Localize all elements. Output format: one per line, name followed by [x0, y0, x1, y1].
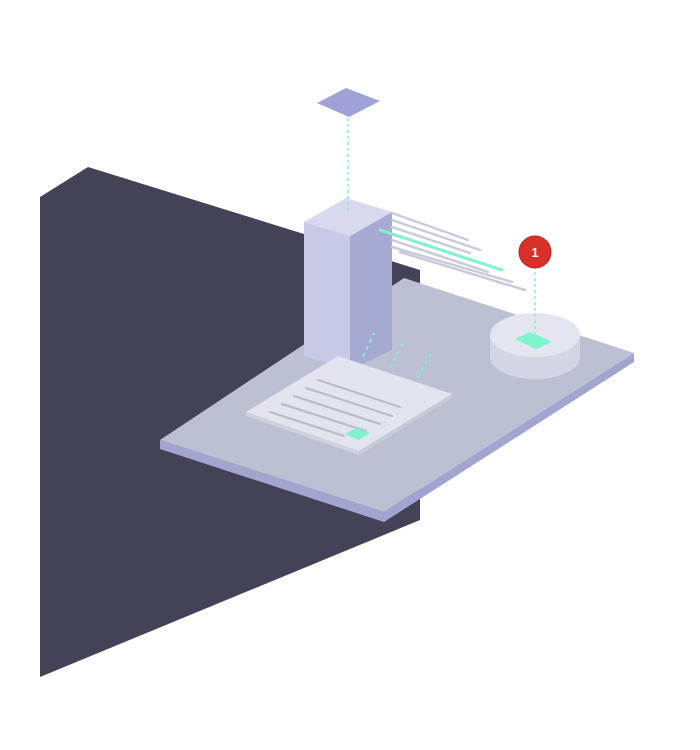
- disc-accent: [515, 332, 552, 349]
- tower-icon: [304, 198, 392, 370]
- document-icon: [246, 356, 452, 455]
- document-connectors: [362, 332, 432, 379]
- document-accent: [345, 428, 370, 440]
- floating-tile-icon: [317, 88, 380, 117]
- platform-edge: [160, 353, 634, 522]
- badge-number: 1: [531, 245, 538, 260]
- data-lines: [378, 211, 527, 292]
- badge-icon: 1: [518, 235, 552, 269]
